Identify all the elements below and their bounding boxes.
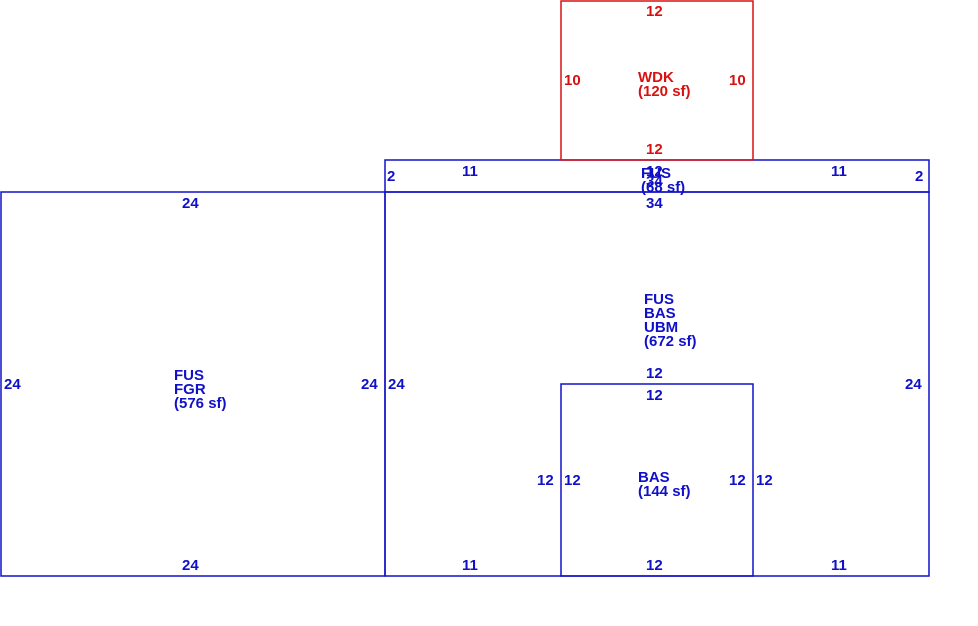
garage-label-2: FGR (174, 381, 206, 398)
main-house-label-1: FUS (644, 291, 674, 308)
fus-strip-dim-top-right: 11 (831, 163, 847, 180)
bas-area: (144 sf) (638, 483, 691, 500)
deck-dim-right: 10 (729, 72, 746, 89)
bas-room-outline (560, 383, 754, 577)
deck-area: (120 sf) (638, 83, 691, 100)
bas-dim-left-inner: 12 (564, 472, 581, 489)
fus-strip-dim-center-b: 34 (646, 173, 663, 190)
garage-label-1: FUS (174, 367, 204, 384)
main-house-dim-right: 24 (905, 376, 922, 393)
main-house-label-2: BAS (644, 305, 676, 322)
deck-dim-left: 10 (564, 72, 581, 89)
fus-strip-label: FUS (641, 165, 671, 182)
main-house-area: (672 sf) (644, 333, 697, 350)
bas-dim-top-outer: 12 (646, 365, 663, 382)
deck-dim-bottom: 12 (646, 141, 663, 158)
deck-label: WDK (638, 69, 674, 86)
bas-label: BAS (638, 469, 670, 486)
main-house-dim-left: 24 (388, 376, 405, 393)
garage-area: (576 sf) (174, 395, 227, 412)
main-house-dim-bottom-left: 11 (462, 557, 478, 574)
bas-dim-bottom: 12 (646, 557, 663, 574)
main-house-dim-top: 34 (646, 195, 663, 212)
garage-dim-left: 24 (4, 376, 21, 393)
fus-strip-dim-left: 2 (387, 168, 395, 185)
bas-dim-top-inner: 12 (646, 387, 663, 404)
bas-dim-right-outer: 12 (756, 472, 773, 489)
garage-dim-top: 24 (182, 195, 199, 212)
fus-strip-dim-right: 2 (915, 168, 923, 185)
main-house-label-3: UBM (644, 319, 678, 336)
garage-dim-bottom: 24 (182, 557, 199, 574)
garage-dim-right: 24 (361, 376, 378, 393)
bas-dim-left-outer: 12 (537, 472, 554, 489)
fus-strip-dim-center-a: 12 (646, 163, 663, 180)
main-house-dim-bottom-right: 11 (831, 557, 847, 574)
deck-dim-top: 12 (646, 3, 663, 20)
bas-dim-right-inner: 12 (729, 472, 746, 489)
deck-outline (560, 0, 754, 161)
fus-strip-area: (68 sf) (641, 179, 685, 196)
fus-strip-dim-top-left: 11 (462, 163, 478, 180)
